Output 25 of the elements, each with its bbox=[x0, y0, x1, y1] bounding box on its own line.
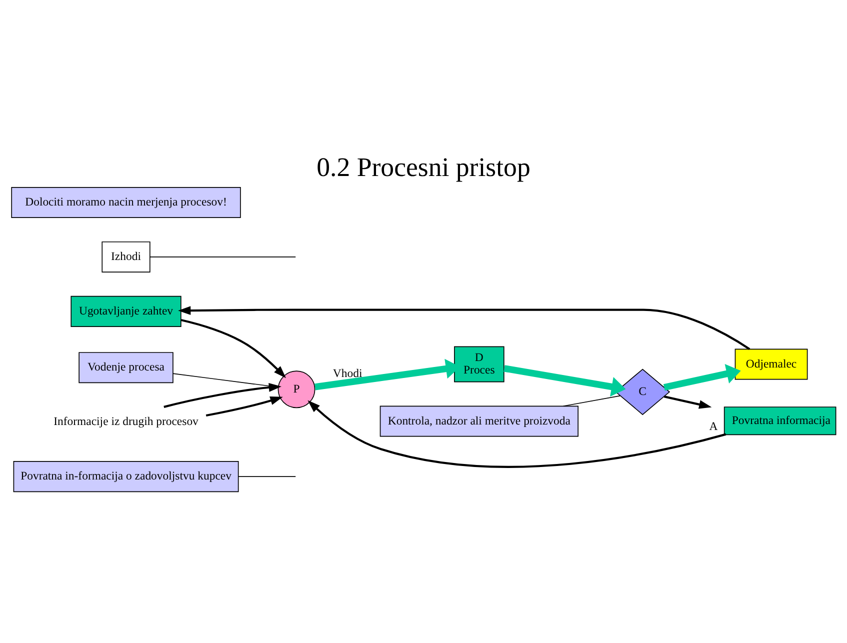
node-box: Kontrola, nadzor ali meritve proizvoda bbox=[380, 406, 578, 437]
arrow bbox=[164, 383, 282, 408]
arrow bbox=[308, 400, 726, 468]
node-circle: P bbox=[278, 370, 316, 408]
arrow bbox=[180, 319, 286, 378]
node-box: Ugotavljanje zahtev bbox=[70, 296, 182, 327]
node-label: A bbox=[709, 420, 718, 433]
arrow bbox=[504, 365, 626, 397]
node-text: Informacije iz drugih procesov bbox=[54, 415, 198, 428]
connector bbox=[238, 476, 296, 477]
diagram-title: 0.2 Procesni pristop bbox=[316, 152, 530, 182]
arrow bbox=[178, 306, 750, 350]
node-box: Vodenje procesa bbox=[78, 352, 174, 384]
node-diamond: C bbox=[615, 368, 670, 416]
node-box: Povratna in-formacija o zadovoljstvu kupcev bbox=[13, 461, 239, 492]
connector bbox=[562, 395, 620, 407]
node-box: Dolociti moramo nacin merjenja procesov! bbox=[11, 186, 241, 218]
node-box: Izhodi bbox=[102, 241, 150, 272]
edge-label: Vhodi bbox=[332, 366, 362, 380]
connector bbox=[150, 256, 296, 258]
node-box: D Proces bbox=[454, 346, 504, 382]
arrow bbox=[206, 396, 283, 417]
arrow bbox=[663, 364, 741, 391]
arrow bbox=[664, 396, 712, 409]
node-box: Odjemalec bbox=[734, 348, 808, 380]
